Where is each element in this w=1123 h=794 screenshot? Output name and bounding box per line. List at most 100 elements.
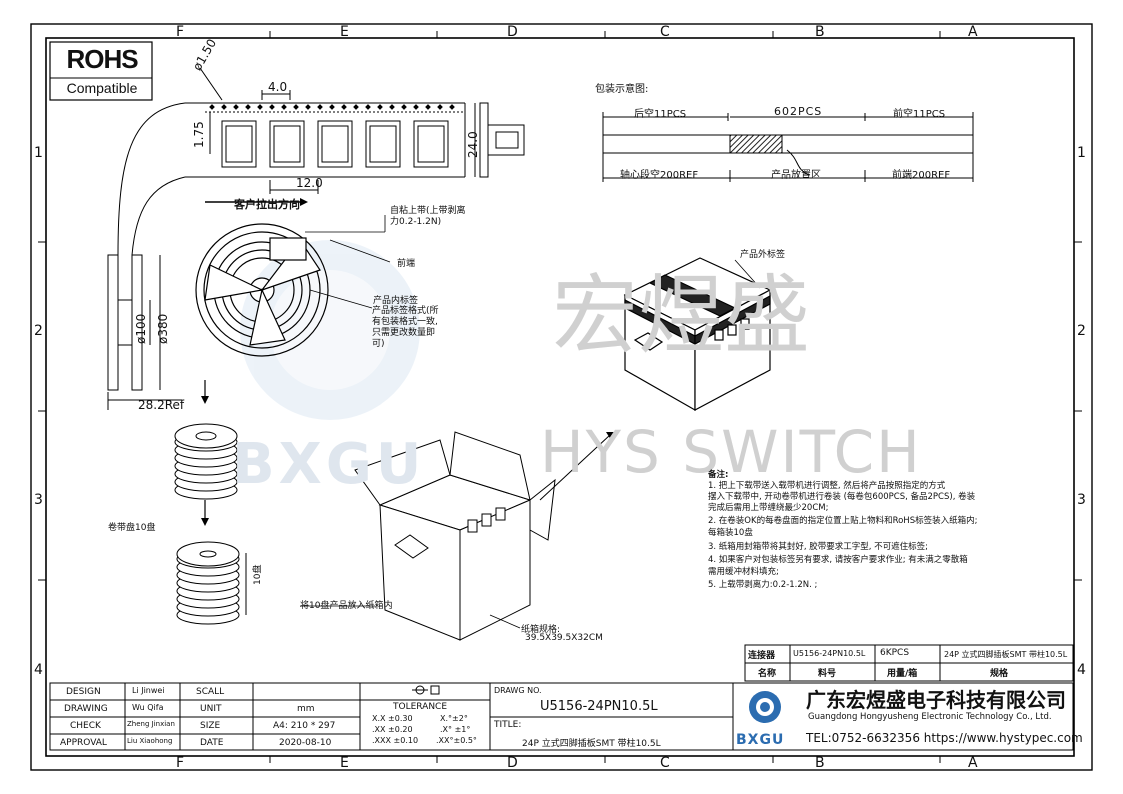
date-value: 2020-08-10 <box>279 738 332 748</box>
zone-label-right: 2 <box>1077 323 1086 339</box>
carton-size-value: 39.5X39.5X32CM <box>525 633 603 643</box>
rohs-subtitle: Compatible <box>66 80 138 96</box>
parts-name-value: 连接器 <box>748 651 776 661</box>
zone-label-bottom: D <box>507 755 518 771</box>
reel-side-view <box>107 254 182 410</box>
date-label: DATE <box>200 738 224 748</box>
front-end-label: 前端 <box>397 259 416 269</box>
open-carton <box>354 431 556 641</box>
zone-label-top: F <box>176 24 185 40</box>
rohs-box <box>49 41 153 101</box>
put-in-carton-label: 将10盘产品放入纸箱内 <box>300 601 393 611</box>
scale-label: SCALL <box>196 687 225 697</box>
tolerance-angle-3: .XX°±0.5° <box>436 736 477 745</box>
zone-label-bottom: A <box>968 755 978 771</box>
zone-label-top: B <box>815 24 825 40</box>
count-label: 602PCS <box>774 105 823 118</box>
core-empty-label: 轴心段空200REF <box>620 170 699 181</box>
zone-label-right: 1 <box>1077 145 1086 161</box>
parts-number-value: U5156-24PN10.5L <box>793 649 866 658</box>
carton-size-label: 纸箱规格: <box>521 625 561 635</box>
note-line: 每箱装10盘 <box>708 528 753 538</box>
zone-label-top: D <box>507 24 518 40</box>
zone-label-top: A <box>968 24 978 40</box>
zone-label-bottom: F <box>176 755 185 771</box>
watermark-cn: 宏煜盛 <box>552 266 810 366</box>
design-value: Li Jinwei <box>132 686 165 695</box>
reel-front-view <box>195 223 329 357</box>
watermark-logo-text: BXGU <box>232 432 426 497</box>
zone-label-top: C <box>660 24 670 40</box>
size-label: SIZE <box>200 721 221 731</box>
zone-label-bottom: B <box>815 755 825 771</box>
reel-stack-1 <box>174 423 238 500</box>
carrier-tape <box>117 67 525 256</box>
watermark-en: HYS SWITCH <box>540 418 922 486</box>
approval-value: Liu Xiaohong <box>127 737 173 745</box>
drawing-value: Wu Qifa <box>132 703 164 712</box>
outer-border <box>30 23 1093 771</box>
check-label: CHECK <box>70 721 101 731</box>
pack-diagram-title: 包装示意图: <box>595 84 649 95</box>
note-line: 摆入下载带中, 开动卷带机进行卷装 (每卷包600PCS, 备品2PCS), 卷… <box>708 492 976 502</box>
closed-carton <box>623 257 772 412</box>
tolerance-label: TOLERANCE <box>393 702 448 712</box>
inner-label-title: 产品内标签 <box>373 296 419 306</box>
sprocket-holes <box>209 104 455 110</box>
note-line: 3. 纸箱用封箱带将其封好, 胶带要求工字型, 不可遮住标签; <box>708 542 928 552</box>
tolerance-angle-2: .X° ±1° <box>440 725 471 734</box>
company-name-en: Guangdong Hongyusheng Electronic Technol… <box>808 712 1052 722</box>
dim-width-24: 24.0 <box>466 131 480 158</box>
zone-label-left: 3 <box>34 492 43 508</box>
dim-1-75: 1.75 <box>192 121 206 148</box>
unit-label: UNIT <box>200 704 222 714</box>
note-line: 5. 上载带剥离力:0.2-1.2N. ; <box>708 580 818 590</box>
unit-value: mm <box>297 704 315 714</box>
notes-title: 备注: <box>708 470 729 480</box>
dim-ref-28-2: 28.2Ref <box>138 398 185 412</box>
parts-table-lines <box>744 644 1074 682</box>
note-line: 需用缓冲材料填充; <box>708 567 779 577</box>
outer-label-title: 产品外标签 <box>740 250 786 260</box>
size-value: A4: 210 * 297 <box>273 721 336 731</box>
tolerance-angle-1: X.°±2° <box>440 714 468 723</box>
title-block-lines <box>49 682 1074 751</box>
parts-qty-header: 用量/箱 <box>887 669 918 679</box>
drawing-label: DRAWING <box>64 704 108 714</box>
company-contact: TEL:0752-6632356 https://www.hystypec.co… <box>806 731 1083 745</box>
zone-label-left: 4 <box>34 662 43 678</box>
watermark-logo <box>240 240 420 420</box>
design-label: DESIGN <box>66 687 101 697</box>
top-tape-label: 自粘上带(上带剥离力0.2-1.2N) <box>390 206 466 227</box>
title-label: TITLE: <box>494 720 522 730</box>
parts-number-header: 料号 <box>818 669 837 679</box>
company-logo <box>749 691 781 723</box>
dim-hub-100: ø100 <box>134 313 148 344</box>
title-value: 24P 立式四脚插板SMT 带柱10.5L <box>522 739 661 749</box>
tolerance-2: .XX ±0.20 <box>372 725 413 734</box>
rear-empty-label: 后空11PCS <box>634 109 687 120</box>
front-empty-label: 前空11PCS <box>893 109 946 120</box>
zone-label-bottom: C <box>660 755 670 771</box>
company-logo-text: BXGU <box>736 732 785 748</box>
front-end-200-label: 前端200REF <box>892 170 951 181</box>
reels-10-label: 卷带盘10盘 <box>108 523 156 533</box>
inner-border <box>45 37 1075 757</box>
zone-label-bottom: E <box>340 755 349 771</box>
dim-reel-380: ø380 <box>156 313 170 344</box>
note-line: 4. 如果客户对包装标签另有要求, 请按客户要求作业; 有未满之零散箱 <box>708 555 968 565</box>
approval-label: APPROVAL <box>60 738 107 748</box>
drawing-number-label: DRAWG NO. <box>494 686 542 695</box>
dim-pitch-12: 12.0 <box>296 176 323 190</box>
label-format-note: 产品标签格式(所有包装格式一致,只需更改数量即可) <box>372 306 439 349</box>
parts-qty-value: 6KPCS <box>880 648 910 658</box>
parts-spec-header: 规格 <box>990 669 1009 679</box>
zone-label-left: 2 <box>34 323 43 339</box>
packing-strip <box>602 112 974 182</box>
dim-pitch-4: 4.0 <box>268 80 288 94</box>
reel-stack-2 <box>176 541 247 625</box>
note-line: 2. 在卷装OK的每卷盘面的指定位置上贴上物料和RoHS标签装入纸箱内; <box>708 516 978 526</box>
parts-name-header: 名称 <box>758 669 777 679</box>
